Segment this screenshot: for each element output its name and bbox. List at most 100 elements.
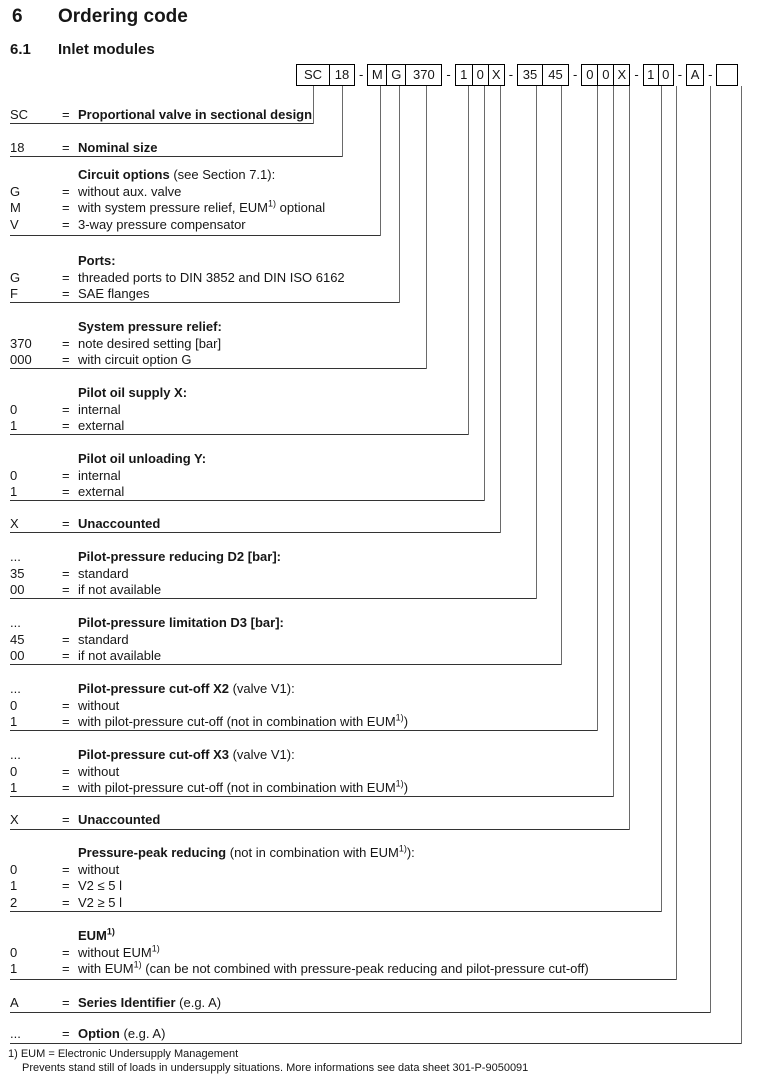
section-block: ...Pilot-pressure cut-off X3 (valve V1):… (10, 743, 613, 797)
code-box-group: A (686, 64, 705, 86)
section-block: Ports:G=threaded ports to DIN 3852 and D… (10, 249, 399, 303)
code-value: 2 (10, 894, 18, 910)
code-value: SC (10, 107, 29, 122)
code-value (10, 451, 62, 468)
code-value: 000 (10, 352, 32, 367)
section-block: System pressure relief: 370=note desired … (10, 315, 426, 369)
legend-row: M=with system pressure relief, EUM1) opt… (10, 198, 380, 217)
code-box: 35 (517, 64, 544, 86)
description-bold: Pilot-pressure cut-off X3 (78, 747, 229, 762)
legend-row: ...Pilot-pressure cut-off X3 (valve V1): (10, 747, 613, 764)
equals-sign: = (62, 648, 70, 663)
description: without EUM1) (78, 943, 160, 960)
connector-line (484, 86, 485, 501)
equals-sign: = (62, 812, 70, 827)
code-value: M (10, 200, 21, 215)
legend-row: Pressure-peak reducing (not in combinati… (10, 843, 661, 862)
connector-line (468, 86, 469, 435)
section-block: 18=Nominal size (10, 136, 342, 157)
description: note desired setting [bar] (78, 335, 222, 351)
legend-row: 2=V2 ≥ 5 l (10, 895, 661, 912)
equals-sign: = (62, 401, 70, 417)
code-box: X (613, 64, 631, 86)
legend-row: 000=with circuit option G (10, 352, 426, 369)
description: Ports: (78, 253, 399, 270)
code-value: 18 (10, 140, 25, 155)
description: with system pressure relief, EUM1) optio… (78, 198, 326, 215)
description: Unaccounted (78, 516, 500, 533)
description-bold: System pressure relief: (78, 319, 222, 334)
legend-row: X=Unaccounted (10, 812, 629, 829)
legend-row: 1 = with EUM1) (can be not combined with p… (10, 959, 676, 978)
legend-row: G=threaded ports to DIN 3852 and DIN ISO… (10, 270, 399, 287)
legend-row: 1=external (10, 418, 468, 435)
legend-row: 0 = internal (10, 468, 484, 485)
connector-line (380, 86, 381, 236)
code-value: 1 (10, 418, 18, 433)
code-box: M (367, 64, 388, 86)
description: EUM1) (78, 927, 676, 945)
code-box-group (716, 64, 739, 86)
legend-row: A=Series Identifier (e.g. A) (10, 995, 710, 1012)
code-value: 370 (10, 335, 32, 351)
equals-sign: = (62, 467, 70, 483)
legend-row: Circuit options (see Section 7.1): (10, 167, 380, 184)
description: with EUM1) (can be not combined with pre… (78, 959, 589, 976)
code-value: 0 (10, 697, 18, 713)
legend-row: SC=Proportional valve in sectional desig… (10, 107, 313, 124)
code-value: G (10, 183, 21, 199)
legend-row: 00=if not available (10, 582, 536, 599)
connector-line (399, 86, 400, 303)
description: Pilot-pressure cut-off X3 (valve V1): (78, 747, 295, 762)
code-value: 1 (10, 714, 18, 729)
superscript-note-ref: 1) (398, 843, 407, 854)
code-value: A (10, 995, 19, 1010)
code-value: 1 (10, 961, 18, 976)
section-block: SC=Proportional valve in sectional desig… (10, 103, 313, 124)
code-value: 0 (10, 467, 18, 483)
description: internal (78, 467, 121, 483)
legend-row: EUM1) (10, 927, 676, 945)
code-value: 1 (10, 878, 18, 893)
equals-sign: = (62, 140, 70, 155)
equals-sign (62, 747, 78, 764)
description: Pilot-pressure reducing D2 [bar]: (78, 549, 536, 566)
code-box: X (487, 64, 505, 86)
equals-sign: = (62, 961, 70, 976)
description: if not available (78, 582, 162, 597)
code-box: 1 (642, 64, 659, 86)
connector-line (561, 86, 562, 665)
code-box: 370 (405, 64, 443, 86)
code-value (10, 167, 62, 184)
section-block: ...Pilot-pressure reducing D2 [bar]:35=s… (10, 545, 536, 599)
connector-line (613, 86, 614, 797)
legend-row: 370=note desired setting [bar] (10, 336, 426, 353)
legend-row: F=SAE flanges (10, 286, 399, 303)
legend-row: 1=V2 ≤ 5 l (10, 878, 661, 895)
code-separator: - (573, 67, 578, 82)
equals-sign (62, 615, 78, 632)
connector-line (661, 86, 662, 912)
code-value: 35 (10, 565, 25, 581)
description: with circuit option G (78, 352, 192, 367)
code-separator: - (446, 67, 451, 82)
equals-sign: = (62, 516, 70, 531)
description: with pilot-pressure cut-off (not in comb… (78, 778, 409, 795)
equals-sign: = (62, 944, 70, 960)
footnote-line-2: Prevents stand still of loads in undersu… (22, 1061, 529, 1074)
connector-line (313, 86, 314, 124)
legend-row: ...Pilot-pressure cut-off X2 (valve V1): (10, 681, 597, 698)
legend-row: ...=Option (e.g. A) (10, 1026, 741, 1043)
section-title-text: Ordering code (58, 6, 188, 27)
section-block: X=Unaccounted (10, 512, 500, 533)
code-value: 0 (10, 763, 18, 779)
description: Pilot-pressure limitation D3 [bar]: (78, 615, 561, 632)
connector-line (741, 86, 742, 1044)
equals-sign (62, 681, 78, 698)
footnote-line-1: 1) EUM = Electronic Undersupply Manageme… (8, 1048, 239, 1060)
code-value: 00 (10, 582, 25, 597)
description-bold: Pressure-peak reducing (78, 845, 227, 860)
description: internal (78, 401, 121, 417)
